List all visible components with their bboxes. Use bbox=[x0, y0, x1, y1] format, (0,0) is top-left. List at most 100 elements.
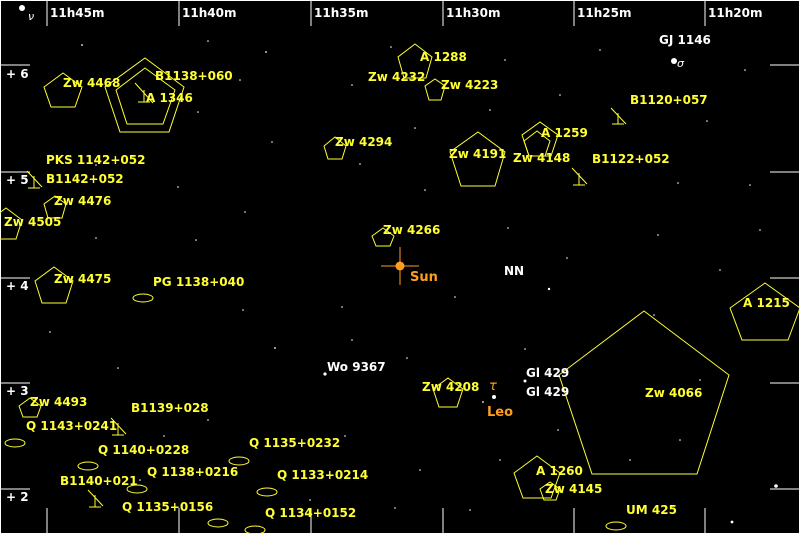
background-stars bbox=[49, 40, 778, 524]
label-zw4493: Zw 4493 bbox=[30, 395, 87, 409]
zw4066-pentagon bbox=[558, 310, 730, 475]
q1138-ellipse bbox=[126, 484, 148, 494]
a1346-pentagon-inner bbox=[115, 67, 176, 125]
label-b1139: B1139+028 bbox=[131, 401, 209, 415]
label-pg1138: PG 1138+040 bbox=[153, 275, 244, 289]
q1135b-ellipse bbox=[207, 518, 229, 528]
nu-greek-label: ν bbox=[28, 10, 34, 23]
bright-stars bbox=[19, 5, 677, 399]
zw4208-pentagon bbox=[432, 377, 464, 408]
pg1138-ellipse bbox=[132, 293, 154, 303]
label-pks1142: PKS 1142+052 bbox=[46, 153, 145, 167]
label-zw4208: Zw 4208 bbox=[422, 380, 479, 394]
sun-icon bbox=[381, 247, 419, 285]
ra-label-1120: 11h20m bbox=[708, 6, 762, 20]
solar-system-labels: Sun Leo bbox=[410, 270, 513, 420]
b1120-radio-icon bbox=[610, 107, 627, 125]
label-a1346: A 1346 bbox=[146, 91, 193, 105]
q1134-ellipse bbox=[244, 525, 266, 534]
b1142-radio-icon bbox=[26, 170, 43, 189]
a1259-pentagon-b bbox=[523, 130, 551, 157]
label-gl429b: Gl 429 bbox=[526, 385, 569, 399]
um425-ellipse bbox=[605, 521, 627, 531]
tau-leo-star bbox=[492, 395, 496, 399]
zw4145-pentagon bbox=[539, 481, 561, 501]
label-zw4468: Zw 4468 bbox=[63, 76, 120, 90]
ra-label-1130: 11h30m bbox=[446, 6, 500, 20]
zw4223-pentagon bbox=[424, 78, 446, 101]
dec-ticks bbox=[0, 64, 800, 490]
a1215-pentagon bbox=[729, 282, 800, 341]
label-q1134: Q 1134+0152 bbox=[265, 506, 356, 520]
label-b1122: B1122+052 bbox=[592, 152, 670, 166]
label-zw4232: Zw 4232 bbox=[368, 70, 425, 84]
ra-label-1135: 11h35m bbox=[314, 6, 368, 20]
a1288-pentagon bbox=[397, 43, 433, 79]
dec-label-plus2: + 2 bbox=[6, 490, 29, 504]
zw4266-pentagon bbox=[371, 227, 395, 247]
a1260-pentagon bbox=[513, 455, 561, 499]
dec-label-plus6: + 6 bbox=[6, 67, 29, 81]
dec-label-plus5: + 5 bbox=[6, 173, 29, 187]
zw4294-pentagon bbox=[323, 136, 347, 160]
ra-ticks bbox=[46, 0, 706, 534]
dec-label-plus4: + 4 bbox=[6, 279, 29, 293]
label-sun: Sun bbox=[410, 270, 438, 285]
quasar-ellipses bbox=[4, 293, 627, 534]
b1122-radio-icon bbox=[571, 167, 588, 186]
label-gl429a: Gl 429 bbox=[526, 366, 569, 380]
label-q1135a: Q 1135+0232 bbox=[249, 436, 340, 450]
label-q1135b: Q 1135+0156 bbox=[122, 500, 213, 514]
galaxy-labels: A 1288 Zw 4468 B1138+060 Zw 4232 Zw 4223… bbox=[4, 50, 790, 520]
label-zw4191: Zw 4191 bbox=[449, 147, 506, 161]
label-a1288: A 1288 bbox=[420, 50, 467, 64]
label-zw4223: Zw 4223 bbox=[441, 78, 498, 92]
label-nn: NN bbox=[504, 264, 524, 278]
q1140-ellipse bbox=[77, 461, 99, 471]
zw4493-pentagon bbox=[18, 397, 42, 418]
label-zw4505: Zw 4505 bbox=[4, 215, 61, 229]
galaxy-shapes bbox=[0, 43, 800, 501]
label-b1142: B1142+052 bbox=[46, 172, 124, 186]
q1133-ellipse bbox=[256, 487, 278, 497]
nu-star bbox=[19, 5, 25, 11]
label-b1140: B1140+021 bbox=[60, 474, 138, 488]
gj1146-star bbox=[671, 58, 677, 64]
ra-label-1125: 11h25m bbox=[577, 6, 631, 20]
tau-greek-label: τ bbox=[489, 379, 497, 394]
label-q1140: Q 1140+0228 bbox=[98, 443, 189, 457]
zw4475-pentagon bbox=[34, 266, 74, 304]
a1346-pentagon-outer bbox=[104, 57, 185, 133]
label-b1138: B1138+060 bbox=[155, 69, 233, 83]
label-q1138: Q 1138+0216 bbox=[147, 465, 238, 479]
label-zw4476: Zw 4476 bbox=[54, 194, 111, 208]
sigma-greek-label: σ bbox=[677, 57, 685, 70]
radio-sources bbox=[26, 82, 627, 508]
label-q1133: Q 1133+0214 bbox=[277, 468, 368, 482]
b1140-radio-icon bbox=[87, 489, 104, 508]
label-zw4266: Zw 4266 bbox=[383, 223, 440, 237]
ra-label-1145: 11h45m bbox=[50, 6, 104, 20]
q1143-ellipse bbox=[4, 438, 26, 448]
zw4191-pentagon bbox=[449, 131, 506, 187]
b1139-radio-icon bbox=[110, 417, 127, 436]
dec-label-plus3: + 3 bbox=[6, 384, 29, 398]
label-q1143: Q 1143+0241 bbox=[26, 419, 117, 433]
q1135a-ellipse bbox=[228, 456, 250, 466]
label-zw4475: Zw 4475 bbox=[54, 272, 111, 286]
label-wo9367: Wo 9367 bbox=[327, 360, 386, 374]
label-a1260: A 1260 bbox=[536, 464, 583, 478]
star-labels: GJ 1146 NN Wo 9367 Gl 429 Gl 429 bbox=[327, 33, 711, 399]
label-b1120: B1120+057 bbox=[630, 93, 708, 107]
label-zw4294: Zw 4294 bbox=[335, 135, 392, 149]
label-zw4145: Zw 4145 bbox=[545, 482, 602, 496]
label-leo: Leo bbox=[487, 405, 513, 420]
zw4468-pentagon bbox=[43, 72, 83, 108]
label-a1259: A 1259 bbox=[541, 126, 588, 140]
ra-label-1140: 11h40m bbox=[182, 6, 236, 20]
gl429-star bbox=[523, 379, 527, 383]
zw4505-pentagon bbox=[0, 207, 23, 240]
label-zw4066: Zw 4066 bbox=[645, 386, 702, 400]
